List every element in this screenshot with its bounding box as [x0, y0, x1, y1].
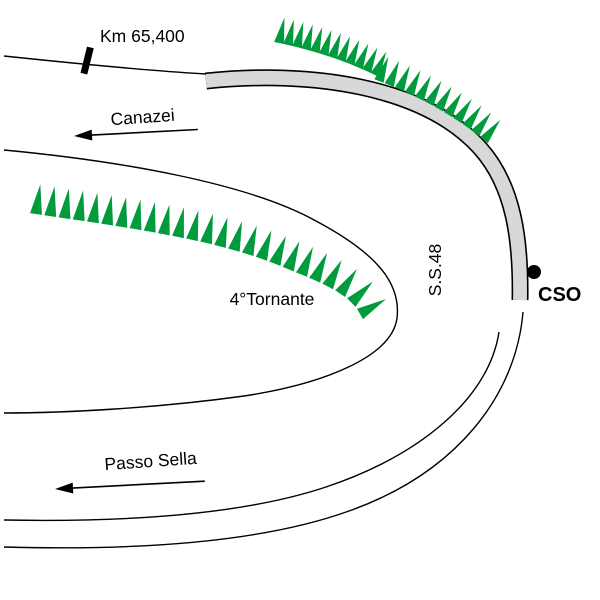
tree-icon	[115, 197, 128, 228]
tree-icon	[274, 17, 285, 45]
tree-icon	[255, 230, 272, 261]
tree-icon	[72, 190, 85, 222]
tree-icon	[157, 204, 170, 236]
tree-icon	[318, 29, 332, 57]
left-arrow-icon	[55, 482, 74, 494]
tree-icon	[471, 112, 492, 137]
tree-icon	[86, 192, 99, 224]
lower-road-inner-edge	[3, 331, 500, 522]
tree-icon	[362, 47, 378, 74]
hairpin-inner-edge	[3, 149, 399, 414]
tree-icon	[322, 259, 342, 290]
tree-icon	[186, 210, 199, 242]
road-edge-top	[3, 55, 207, 75]
canazei-direction-arrow	[74, 128, 198, 141]
tree-icon	[44, 186, 57, 217]
tree-icon	[101, 194, 114, 226]
tree-icon	[241, 225, 257, 257]
tree-icon	[480, 119, 501, 144]
road-band	[205, 69, 529, 301]
tree-icon	[30, 184, 42, 215]
tree-icon	[58, 188, 71, 220]
tree-icon	[200, 213, 213, 245]
tree-icon	[292, 21, 304, 49]
left-arrow-icon	[74, 129, 93, 141]
tree-icon	[347, 281, 373, 307]
tree-icon	[283, 19, 294, 47]
km-label: Km 65,400	[100, 26, 185, 46]
tree-icon	[309, 252, 328, 283]
tree-icon	[424, 80, 442, 106]
tree-icon	[301, 24, 313, 51]
tree-icon	[353, 43, 369, 70]
tree-icon	[295, 246, 314, 277]
passo-sella-direction-arrow	[55, 480, 205, 494]
tree-icon	[282, 241, 300, 272]
arrow-shaft	[88, 128, 198, 137]
cso-point-dot	[527, 265, 541, 279]
tree-icon	[453, 98, 472, 124]
tree-icon	[374, 56, 389, 83]
tree-icon	[214, 217, 228, 248]
arrow-shaft	[69, 480, 205, 490]
tree-icon	[129, 199, 142, 231]
tree-icon	[443, 92, 462, 118]
passo-sella-label: Passo Sella	[104, 448, 198, 474]
tree-icon	[310, 27, 323, 54]
tree-icon	[384, 60, 400, 87]
tree-icon	[228, 221, 243, 252]
tree-row-main	[30, 184, 387, 320]
cso-label: CSO	[538, 284, 581, 306]
tree-icon	[143, 202, 156, 233]
tree-icon	[345, 39, 360, 66]
tree-row-top-left	[274, 17, 387, 78]
canazei-label: Canazei	[110, 105, 175, 129]
road-band-outline	[205, 69, 529, 301]
tree-icon	[172, 207, 184, 239]
tree-icon	[394, 65, 410, 92]
tree-row-top-right	[374, 56, 501, 144]
road-number-label: S.S.48	[425, 244, 445, 297]
tree-icon	[327, 32, 341, 60]
tree-icon	[462, 105, 482, 130]
road-band-fill	[205, 70, 527, 301]
tree-icon	[357, 299, 387, 320]
tree-icon	[404, 70, 421, 96]
km-milestone-tick	[80, 46, 94, 75]
tree-icon	[269, 235, 286, 266]
tree-icon	[414, 75, 431, 101]
lower-road-outer-edge	[3, 311, 524, 549]
tree-icon	[335, 268, 358, 297]
tree-icon	[370, 51, 387, 78]
tree-icon	[336, 36, 351, 63]
tree-icon	[434, 86, 452, 112]
tornante-label: 4°Tornante	[230, 289, 315, 309]
